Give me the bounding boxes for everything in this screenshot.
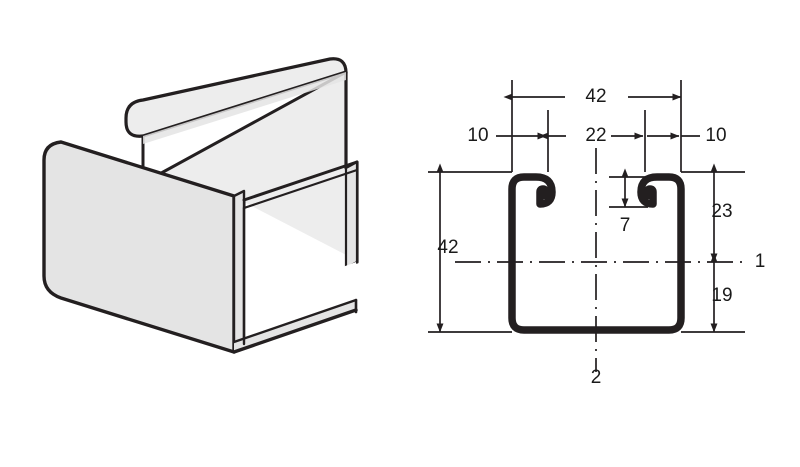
cross-section-view: 42 10 22 10 42 xyxy=(428,80,765,388)
dimension-overall-width: 42 xyxy=(503,86,682,107)
callout-axis-2-label: 2 xyxy=(591,367,602,388)
dim-42-height-label: 42 xyxy=(437,237,458,258)
iso-bottom-inner-edge xyxy=(232,298,358,344)
iso-near-lip-under-rail xyxy=(242,168,359,210)
channel-profile-outline xyxy=(508,173,685,334)
dim-10-left-label: 10 xyxy=(467,125,488,146)
dim-23-label: 23 xyxy=(711,201,732,222)
isometric-channel-view xyxy=(42,57,359,355)
iso-back-lip-top xyxy=(124,57,348,138)
dim-7-label: 7 xyxy=(620,215,631,236)
iso-near-end-thickness xyxy=(232,189,246,354)
dimension-slot-opening: 22 xyxy=(585,125,644,146)
dim-22-label: 22 xyxy=(585,125,606,146)
dim-19-label: 19 xyxy=(711,285,732,306)
iso-near-lip-top-rail xyxy=(242,160,359,202)
iso-back-top-flange xyxy=(124,57,348,138)
iso-right-end-face xyxy=(344,160,359,270)
dimension-lip-return: 7 xyxy=(620,168,631,236)
callout-axis-1-label: 1 xyxy=(755,251,766,272)
dim-42-width-label: 42 xyxy=(585,86,606,107)
dim-10-right-label: 10 xyxy=(705,125,726,146)
dimension-upper-height: 23 xyxy=(710,163,733,263)
iso-flange-shadow-band xyxy=(143,72,346,144)
dimension-overall-height: 42 xyxy=(436,163,459,333)
dimension-lip-right: 10 xyxy=(647,125,727,146)
iso-front-face-fill xyxy=(44,142,234,352)
iso-bottom-rail-fill xyxy=(234,300,356,352)
dimension-lip-left: 10 xyxy=(467,125,566,146)
iso-back-inner-wall xyxy=(143,72,352,258)
iso-bottom-front-edge xyxy=(232,308,358,354)
dimension-lower-height: 19 xyxy=(710,253,733,333)
